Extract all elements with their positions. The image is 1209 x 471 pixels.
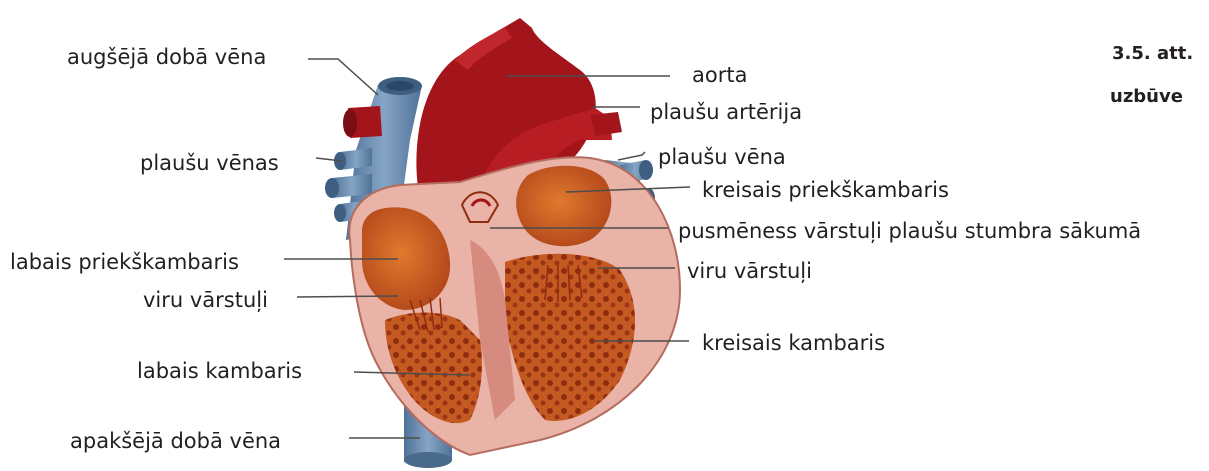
- label-left-av-valves: viru vārstuļi: [687, 261, 812, 282]
- label-right-ventricle: labais kambaris: [137, 361, 302, 382]
- label-semilunar-valves: pusmēness vārstuļi plaušu stumbra sākumā: [678, 221, 1141, 242]
- label-pulmonary-veins: plaušu vēnas: [140, 153, 279, 174]
- label-left-ventricle: kreisais kambaris: [702, 333, 885, 354]
- label-pulmonary-artery: plaušu artērija: [650, 102, 802, 123]
- label-right-av-valves: viru vārstuļi: [143, 290, 268, 311]
- label-pulmonary-vein: plaušu vēna: [658, 147, 786, 168]
- inferior-vena-cava-opening: [404, 452, 452, 468]
- label-aorta: aorta: [692, 65, 747, 86]
- left-atrium-shape: [516, 166, 611, 246]
- label-left-atrium: kreisais priekškambaris: [702, 180, 949, 201]
- label-superior-vena-cava: augšējā dobā vēna: [67, 47, 266, 68]
- label-right-atrium: labais priekškambaris: [10, 252, 239, 273]
- figure-caption-number: 3.5. att.: [1112, 45, 1193, 63]
- figure-caption-title: uzbūve: [1110, 88, 1183, 106]
- label-inferior-vena-cava: apakšējā dobā vēna: [70, 431, 281, 452]
